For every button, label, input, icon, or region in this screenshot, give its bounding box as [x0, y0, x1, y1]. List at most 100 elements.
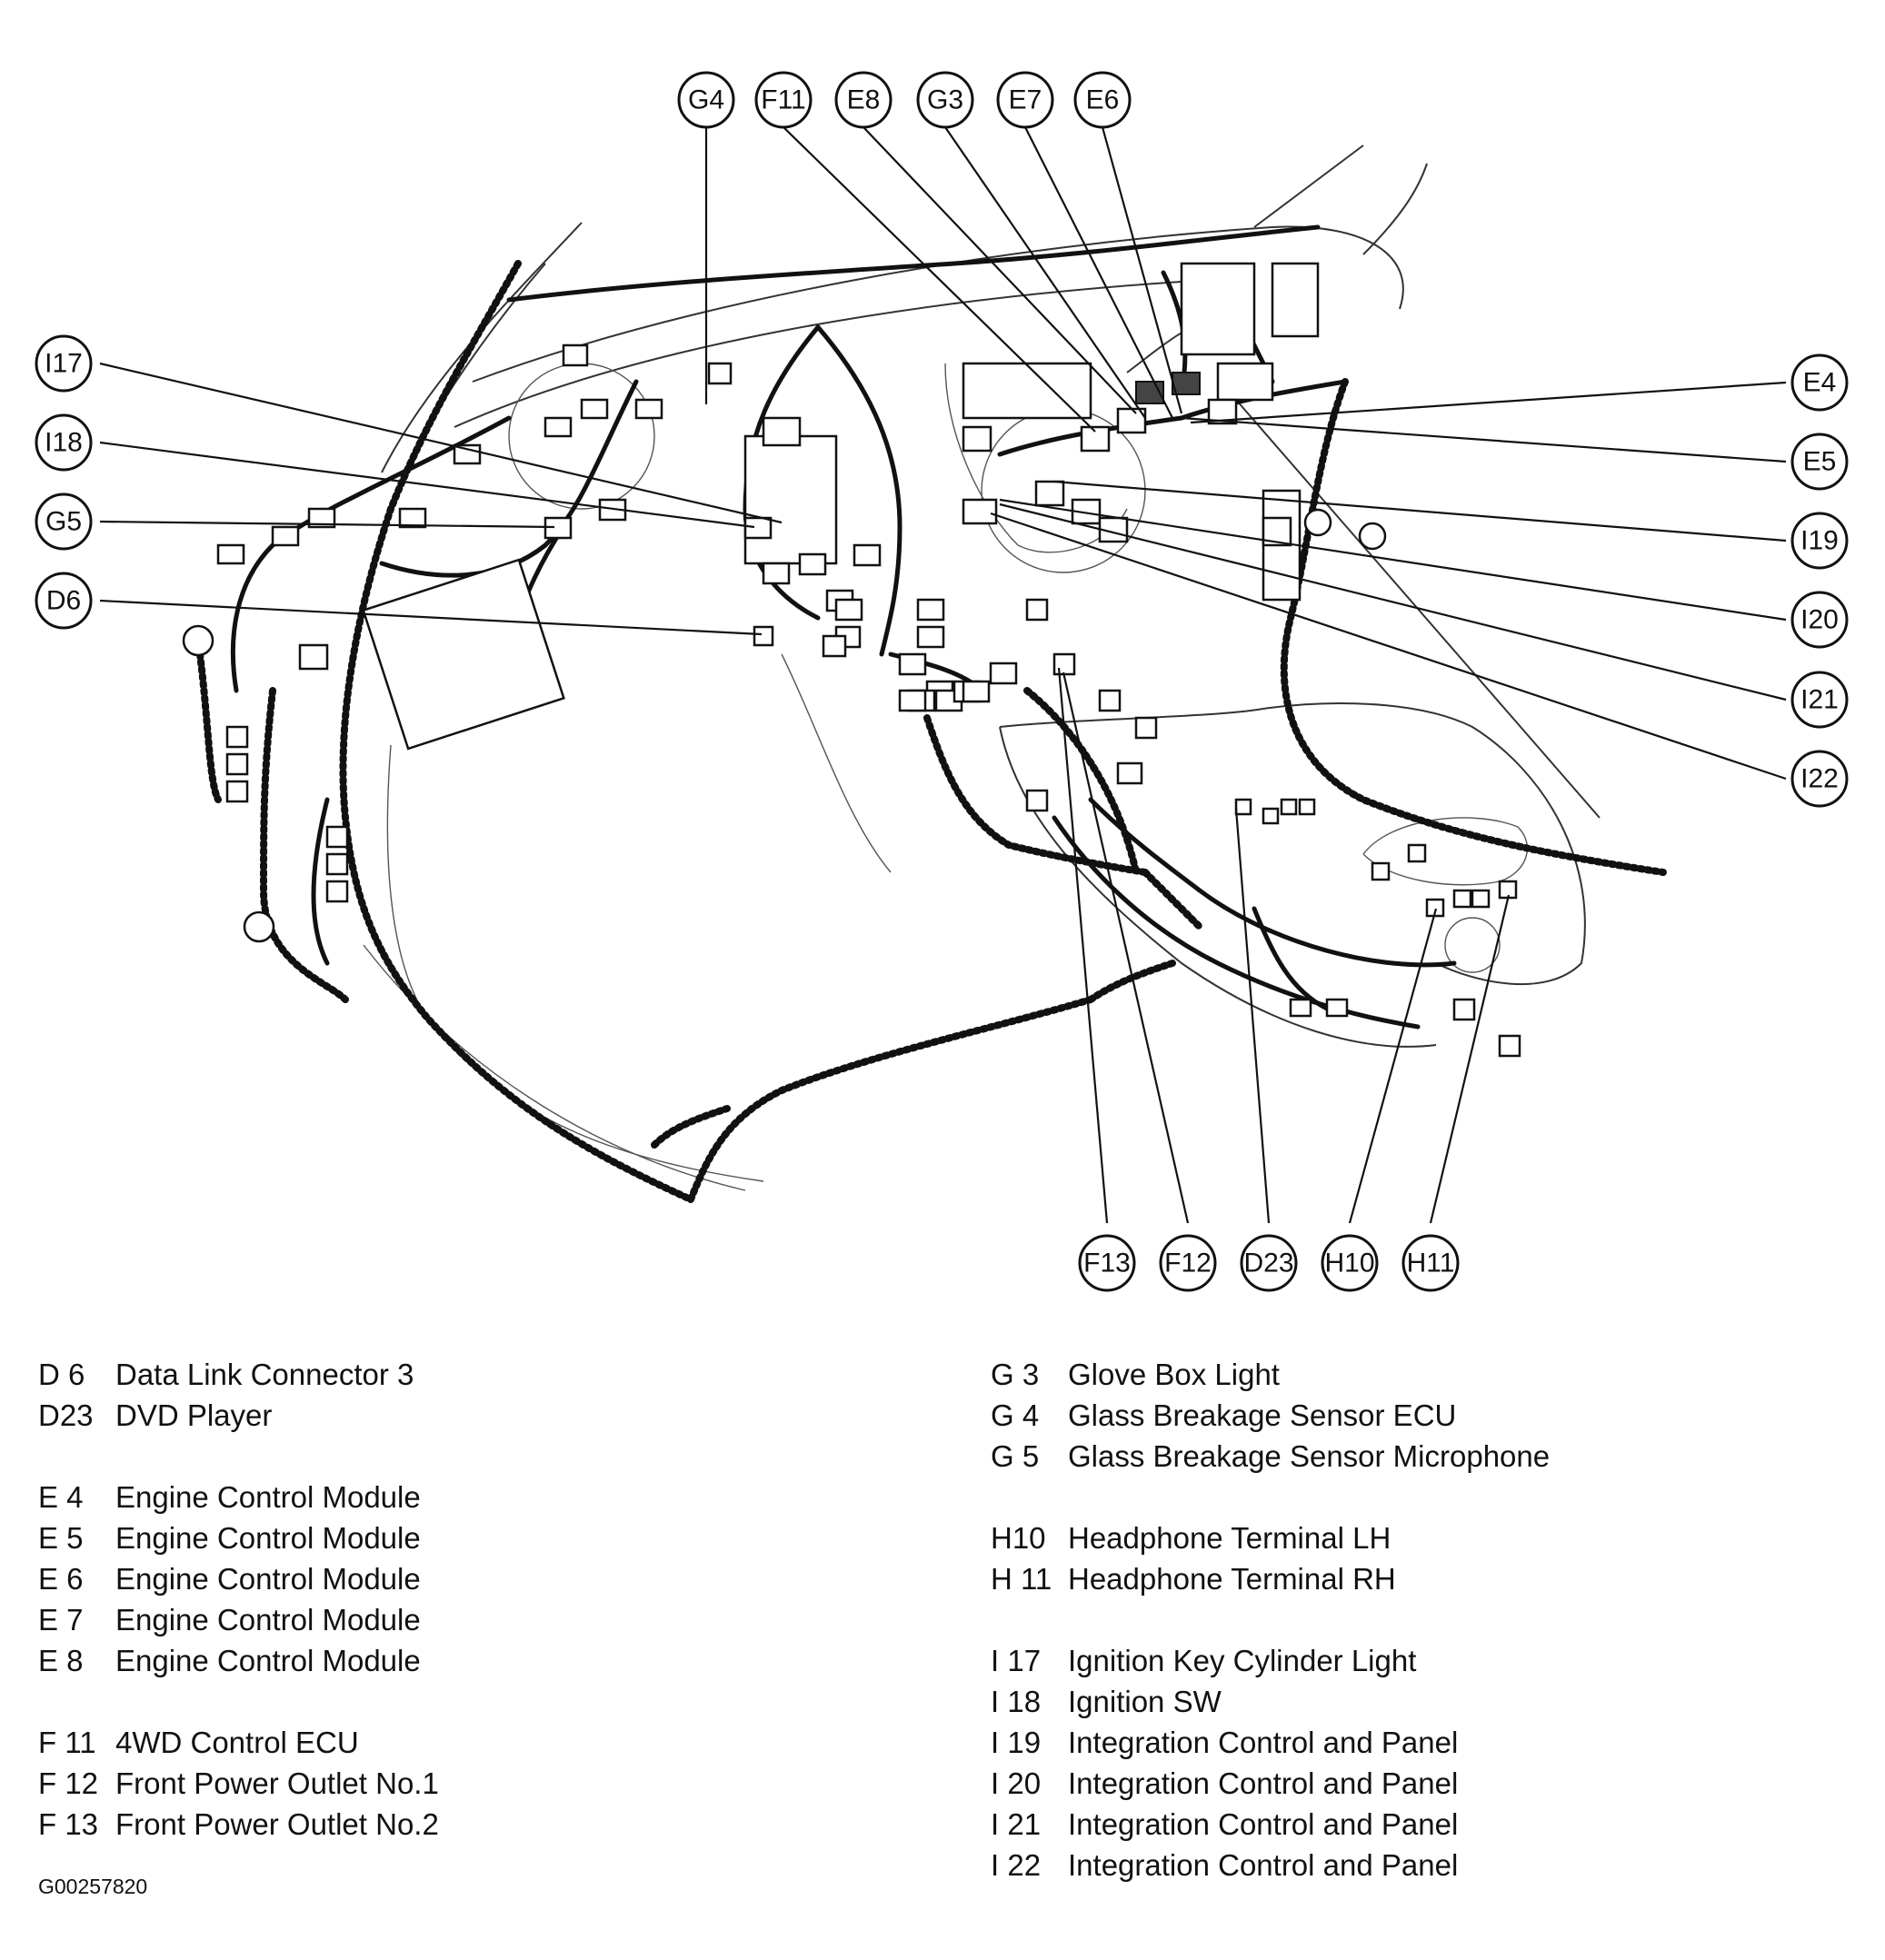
legend-item-I17: I 17 Ignition Key Cylinder Light — [991, 1640, 1550, 1681]
callout-E8: E8 — [834, 71, 893, 129]
legend-code: E 5 — [38, 1521, 84, 1555]
callout-label: E8 — [847, 85, 881, 115]
legend-item-G5: G 5 Glass Breakage Sensor Microphone — [991, 1436, 1550, 1477]
legend-item-I19: I 19 Integration Control and Panel — [991, 1722, 1550, 1763]
callout-label: G4 — [688, 85, 724, 115]
figure-id: G00257820 — [38, 1875, 148, 1898]
legend-item-I20: I 20 Integration Control and Panel — [991, 1763, 1550, 1804]
legend-code: I 18 — [991, 1685, 1042, 1718]
legend-item-E6: E 6 Engine Control Module — [38, 1558, 439, 1599]
legend-code: H 11 — [991, 1562, 1052, 1596]
legend-name: Engine Control Module — [115, 1562, 421, 1596]
legend-code: F 11 — [38, 1726, 96, 1759]
callout-label: I21 — [1800, 685, 1839, 715]
legend-name: 4WD Control ECU — [115, 1726, 359, 1759]
legend-name: Engine Control Module — [115, 1480, 421, 1514]
callout-G5: G5 — [35, 492, 93, 551]
legend-code: G 5 — [991, 1439, 1040, 1473]
legend-name: Glass Breakage Sensor ECU — [1068, 1398, 1457, 1432]
callout-F12: F12 — [1159, 1234, 1217, 1292]
legend-name: Ignition Key Cylinder Light — [1068, 1644, 1417, 1677]
legend-name: Glass Breakage Sensor Microphone — [1068, 1439, 1551, 1473]
callout-label: I20 — [1800, 605, 1839, 635]
legend-code: E 7 — [38, 1603, 84, 1637]
legend-code: D23 — [38, 1398, 94, 1432]
callout-E4: E4 — [1790, 353, 1849, 412]
legend-name: Headphone Terminal RH — [1068, 1562, 1396, 1596]
legend-item-F13: F 13 Front Power Outlet No.2 — [38, 1804, 439, 1845]
callout-label: E5 — [1803, 447, 1837, 477]
legend-code: I 20 — [991, 1766, 1042, 1800]
callout-label: I19 — [1800, 526, 1839, 556]
legend-code: E 8 — [38, 1644, 84, 1677]
callout-label: H10 — [1324, 1249, 1374, 1278]
legend-item-F11: F 11 4WD Control ECU — [38, 1722, 439, 1763]
callout-label: I17 — [45, 349, 83, 379]
callout-label: E7 — [1009, 85, 1042, 115]
legend-name: Glove Box Light — [1068, 1358, 1280, 1391]
legend-item-E5: E 5 Engine Control Module — [38, 1517, 439, 1558]
callout-label: I22 — [1800, 764, 1839, 794]
legend-code: D 6 — [38, 1358, 85, 1391]
legend-name: Front Power Outlet No.1 — [115, 1766, 439, 1800]
callout-I19: I19 — [1790, 512, 1849, 570]
callout-E5: E5 — [1790, 433, 1849, 491]
callout-E6: E6 — [1073, 71, 1132, 129]
callout-I20: I20 — [1790, 591, 1849, 649]
callout-D23: D23 — [1240, 1234, 1298, 1292]
legend-code: F 13 — [38, 1807, 99, 1841]
legend-left: D 6 Data Link Connector 3 D23 DVD Player… — [38, 1354, 439, 1845]
callout-F13: F13 — [1078, 1234, 1136, 1292]
legend-name: Integration Control and Panel — [1068, 1848, 1459, 1882]
legend-name: Engine Control Module — [115, 1521, 421, 1555]
legend-name: DVD Player — [115, 1398, 273, 1432]
callout-label: E6 — [1086, 85, 1120, 115]
legend-code: I 17 — [991, 1644, 1042, 1677]
legend-item-E4: E 4 Engine Control Module — [38, 1477, 439, 1517]
legend-item-F12: F 12 Front Power Outlet No.1 — [38, 1763, 439, 1804]
callout-label: H11 — [1407, 1249, 1455, 1278]
legend-name: Integration Control and Panel — [1068, 1807, 1459, 1841]
callout-label: G5 — [45, 507, 82, 537]
legend-name: Engine Control Module — [115, 1603, 421, 1637]
callout-E7: E7 — [996, 71, 1054, 129]
legend-item-E8: E 8 Engine Control Module — [38, 1640, 439, 1681]
callout-label: F13 — [1083, 1249, 1131, 1278]
legend-code: G 4 — [991, 1398, 1040, 1432]
legend-code: E 4 — [38, 1480, 84, 1514]
legend-code: G 3 — [991, 1358, 1040, 1391]
legend-item-D6: D 6 Data Link Connector 3 — [38, 1354, 439, 1395]
callout-label: D23 — [1243, 1249, 1293, 1278]
legend-item-E7: E 7 Engine Control Module — [38, 1599, 439, 1640]
legend-code: I 22 — [991, 1848, 1042, 1882]
callout-F11: F11 — [754, 71, 813, 129]
callout-G4: G4 — [677, 71, 735, 129]
callout-I18: I18 — [35, 413, 93, 472]
legend-right: G 3 Glove Box Light G 4 Glass Breakage S… — [991, 1354, 1550, 1885]
legend-code: I 19 — [991, 1726, 1042, 1759]
legend-code: F 12 — [38, 1766, 99, 1800]
legend-name: Integration Control and Panel — [1068, 1766, 1459, 1800]
legend-code: H10 — [991, 1521, 1046, 1555]
callout-label: F12 — [1164, 1249, 1212, 1278]
wiring-diagram: G4 F11 E8 G3 E7 E6 I17 I18 G5 D6 E4 — [35, 71, 1849, 1292]
callout-label: F11 — [761, 85, 805, 115]
legend-name: Data Link Connector 3 — [115, 1358, 414, 1391]
legend-code: E 6 — [38, 1562, 84, 1596]
legend-name: Ignition SW — [1068, 1685, 1222, 1718]
legend-item-H11: H 11 Headphone Terminal RH — [991, 1558, 1550, 1599]
callout-label: G3 — [927, 85, 963, 115]
legend-name: Integration Control and Panel — [1068, 1726, 1459, 1759]
callout-I17: I17 — [35, 334, 93, 393]
legend-name: Front Power Outlet No.2 — [115, 1807, 439, 1841]
legend-item-I21: I 21 Integration Control and Panel — [991, 1804, 1550, 1845]
callout-label: I18 — [45, 428, 83, 458]
callout-label: D6 — [46, 586, 81, 616]
legend-name: Headphone Terminal LH — [1068, 1521, 1391, 1555]
callout-H11: H11 — [1401, 1234, 1460, 1292]
legend-item-G4: G 4 Glass Breakage Sensor ECU — [991, 1395, 1550, 1436]
legend-code: I 21 — [991, 1807, 1042, 1841]
connectors — [182, 262, 1521, 1058]
callout-I22: I22 — [1790, 750, 1849, 808]
leader-lines — [99, 126, 1787, 1224]
